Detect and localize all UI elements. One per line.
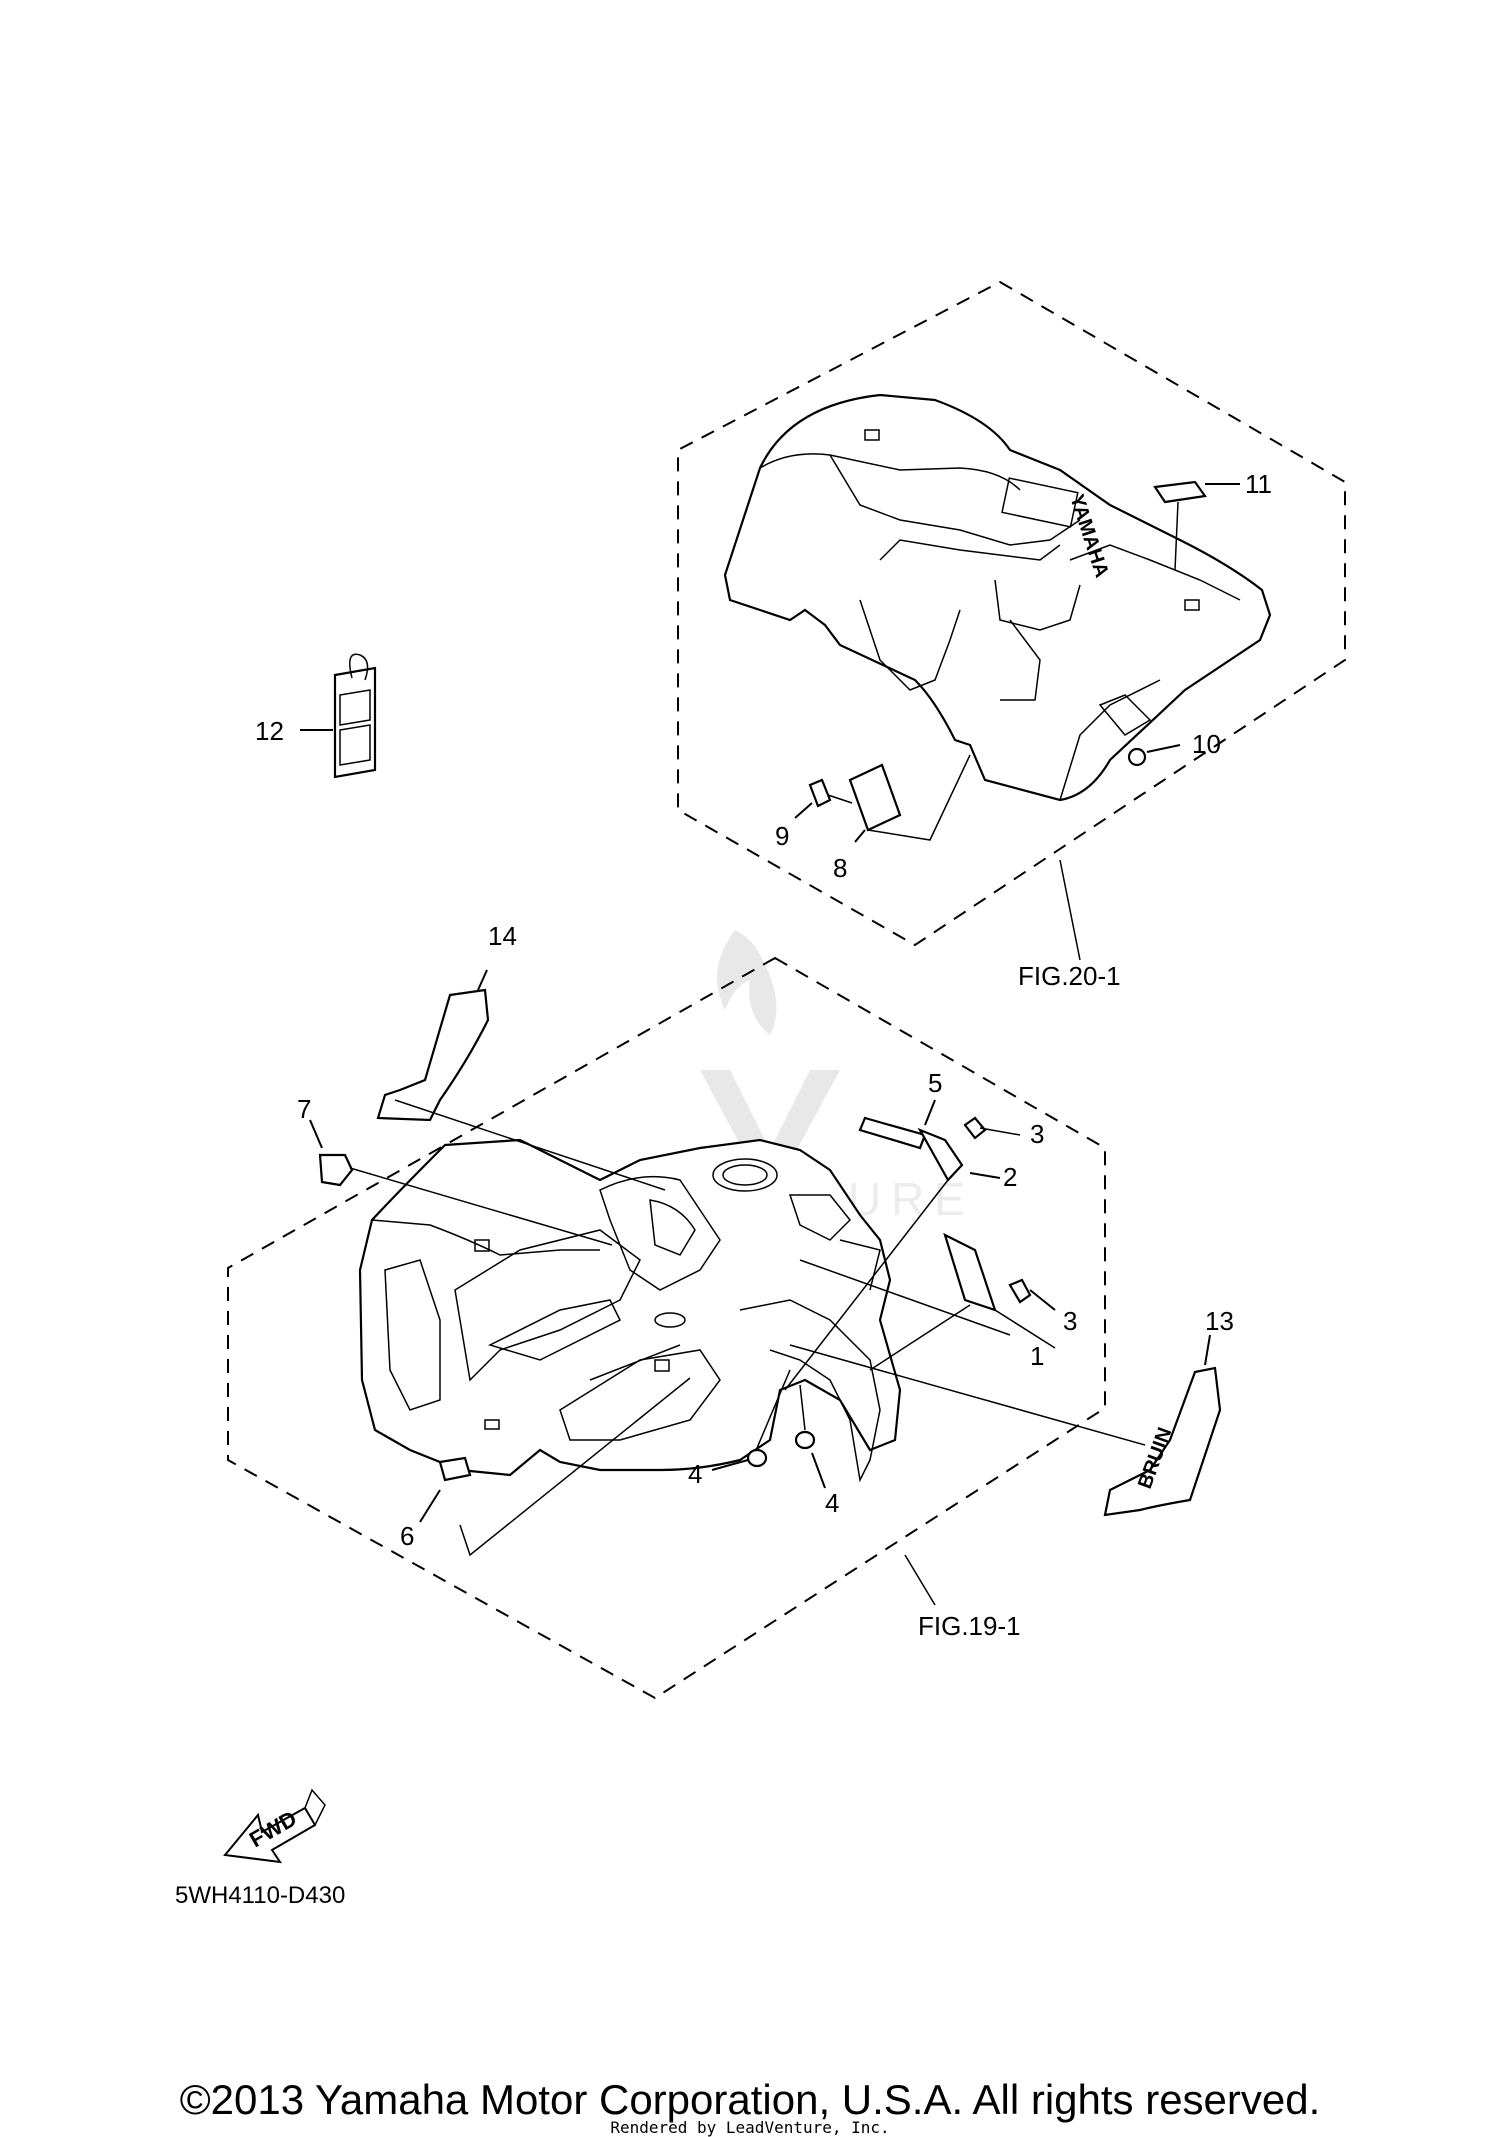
callout-7: 7 bbox=[297, 1094, 311, 1124]
callout-3-lower: 3 bbox=[1063, 1306, 1077, 1336]
callout-3-upper: 3 bbox=[1030, 1119, 1044, 1149]
part-1-plate bbox=[943, 1232, 997, 1312]
fig-ref-front: FIG.19-1 bbox=[918, 1611, 1021, 1641]
callout-labels: 11 12 10 9 8 FIG.20-1 14 7 5 3 2 3 1 13 … bbox=[255, 469, 1272, 1641]
part-6-label bbox=[438, 1456, 472, 1482]
part-5-label bbox=[858, 1116, 927, 1150]
rear-fender-group: YAMAHA bbox=[677, 280, 1346, 961]
part-10-grommet bbox=[1127, 747, 1147, 767]
callout-2: 2 bbox=[1003, 1162, 1017, 1192]
rear-assembly-boundary bbox=[677, 280, 1346, 947]
rendered-by-notice: Rendered by LeadVenture, Inc. bbox=[610, 2118, 890, 2137]
part-3-rivet-upper bbox=[963, 1116, 987, 1140]
callout-4-right: 4 bbox=[825, 1488, 839, 1518]
callout-12: 12 bbox=[255, 716, 284, 746]
part-7-emblem bbox=[318, 1153, 354, 1187]
callout-13: 13 bbox=[1205, 1306, 1234, 1336]
copyright-notice: ©2013 Yamaha Motor Corporation, U.S.A. A… bbox=[179, 2076, 1321, 2123]
part-4-grommet-right bbox=[794, 1430, 816, 1450]
part-11-label bbox=[1153, 480, 1207, 504]
front-fender bbox=[358, 1138, 902, 1477]
part-3-rivet-lower bbox=[1008, 1278, 1032, 1304]
part-2-plate bbox=[917, 1127, 964, 1182]
front-assembly-boundary bbox=[227, 956, 1106, 1700]
diagram-code: 5WH4110-D430 bbox=[175, 1882, 345, 1909]
part-14-decal bbox=[376, 988, 490, 1122]
callout-11: 11 bbox=[1245, 469, 1272, 499]
part-4-grommet-left bbox=[746, 1448, 768, 1468]
callout-5: 5 bbox=[928, 1068, 942, 1098]
callout-4-left: 4 bbox=[688, 1459, 702, 1489]
front-fender-group: BRUIN bbox=[227, 956, 1222, 1700]
part-13-decal bbox=[1103, 1366, 1222, 1517]
fwd-arrow-icon: FWD bbox=[223, 1788, 326, 1864]
callout-1: 1 bbox=[1030, 1341, 1044, 1371]
part-8-plate bbox=[848, 763, 902, 832]
callout-10: 10 bbox=[1192, 729, 1221, 759]
callout-9: 9 bbox=[775, 821, 789, 851]
part-9-rivet bbox=[808, 778, 832, 808]
callout-14: 14 bbox=[488, 921, 517, 951]
fig-ref-rear: FIG.20-1 bbox=[1018, 961, 1121, 991]
callout-8: 8 bbox=[833, 853, 847, 883]
callout-6: 6 bbox=[400, 1521, 414, 1551]
part-12-tag bbox=[300, 653, 377, 779]
